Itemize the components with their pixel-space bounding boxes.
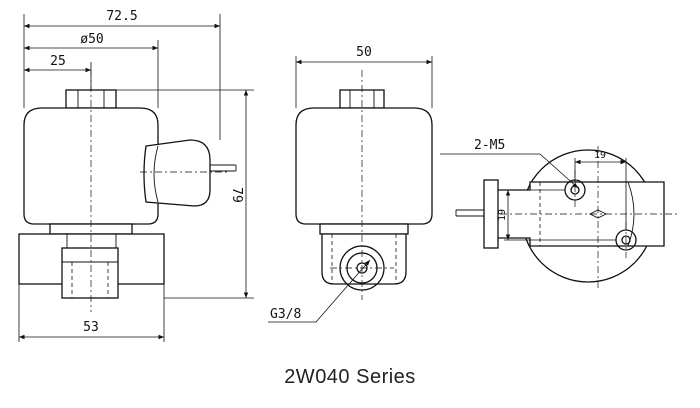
front-connector xyxy=(143,139,211,207)
side-view: 50 G3/8 xyxy=(268,45,433,323)
dim-mounting-holes: 2-M5 xyxy=(474,138,505,153)
dim-overall-height: 79 xyxy=(229,187,244,203)
front-base xyxy=(61,247,119,299)
series-caption: 2W040 Series xyxy=(284,366,416,388)
dim-hole-spacing-y: 19 xyxy=(497,209,508,221)
top-view: 2-M5 19 19 xyxy=(440,138,680,288)
dim-base-width: 53 xyxy=(83,320,99,335)
front-view: 72.5 ø50 25 79 53 xyxy=(18,9,254,342)
side-neck xyxy=(319,223,409,235)
top-connector xyxy=(483,179,499,249)
dim-port-thread: G3/8 xyxy=(270,307,301,322)
dim-side-width: 50 xyxy=(356,45,372,60)
side-valve-body xyxy=(321,233,407,285)
side-coil xyxy=(295,107,433,225)
dim-coil-diameter: ø50 xyxy=(80,32,103,47)
dim-hole-spacing-x: 19 xyxy=(594,150,606,161)
dim-overall-width: 72.5 xyxy=(106,9,137,24)
dim-center-offset: 25 xyxy=(50,54,66,69)
